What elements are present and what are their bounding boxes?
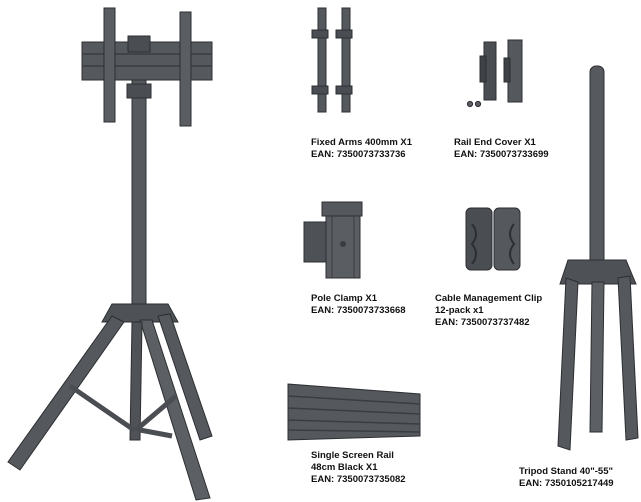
tripod-stand-icon bbox=[557, 65, 639, 451]
fixed-arms-icon bbox=[311, 7, 353, 113]
tripod-title: Tripod Stand 40"-55" bbox=[519, 466, 613, 477]
tv-tripod-stand-icon bbox=[7, 7, 213, 501]
rail-end-cover-icon bbox=[466, 39, 523, 108]
pole-clamp-ean: EAN: 7350073733668 bbox=[311, 305, 406, 316]
assembled-stand-image bbox=[0, 0, 260, 502]
tripod-ean: EAN: 7350105217449 bbox=[519, 478, 614, 489]
tripod-stand-image bbox=[556, 62, 640, 456]
fixed-arms-ean: EAN: 7350073733736 bbox=[311, 149, 406, 160]
screen-rail-image bbox=[284, 380, 424, 442]
cable-clip-image bbox=[462, 204, 526, 274]
cable-clip-subtitle: 12-pack x1 bbox=[435, 305, 484, 316]
rail-end-cover-caption: Rail End Cover X1 EAN: 7350073733699 bbox=[454, 137, 549, 161]
rail-end-cover-title: Rail End Cover X1 bbox=[454, 137, 536, 148]
screen-rail-title: Single Screen Rail bbox=[311, 450, 394, 461]
pole-clamp-icon bbox=[303, 201, 363, 279]
pole-clamp-image bbox=[300, 198, 370, 282]
cable-clip-caption: Cable Management Clip 12-pack x1 EAN: 73… bbox=[435, 293, 542, 329]
fixed-arms-title: Fixed Arms 400mm X1 bbox=[311, 137, 413, 148]
screen-rail-ean: EAN: 7350073735082 bbox=[311, 474, 406, 485]
cable-management-clip-icon bbox=[465, 207, 521, 271]
cable-clip-ean: EAN: 7350073737482 bbox=[435, 317, 530, 328]
tripod-caption: Tripod Stand 40"-55" EAN: 7350105217449 bbox=[519, 466, 614, 490]
screen-rail-caption: Single Screen Rail 48cm Black X1 EAN: 73… bbox=[311, 450, 406, 486]
pole-clamp-caption: Pole Clamp X1 EAN: 7350073733668 bbox=[311, 293, 406, 317]
rail-end-cover-ean: EAN: 7350073733699 bbox=[454, 149, 549, 160]
fixed-arms-image bbox=[306, 6, 366, 116]
single-screen-rail-icon bbox=[287, 383, 421, 441]
fixed-arms-caption: Fixed Arms 400mm X1 EAN: 7350073733736 bbox=[311, 137, 412, 161]
screen-rail-subtitle: 48cm Black X1 bbox=[311, 462, 378, 473]
rail-end-cover-image bbox=[462, 36, 532, 112]
cable-clip-title: Cable Management Clip bbox=[435, 293, 543, 304]
pole-clamp-title: Pole Clamp X1 bbox=[311, 293, 377, 304]
